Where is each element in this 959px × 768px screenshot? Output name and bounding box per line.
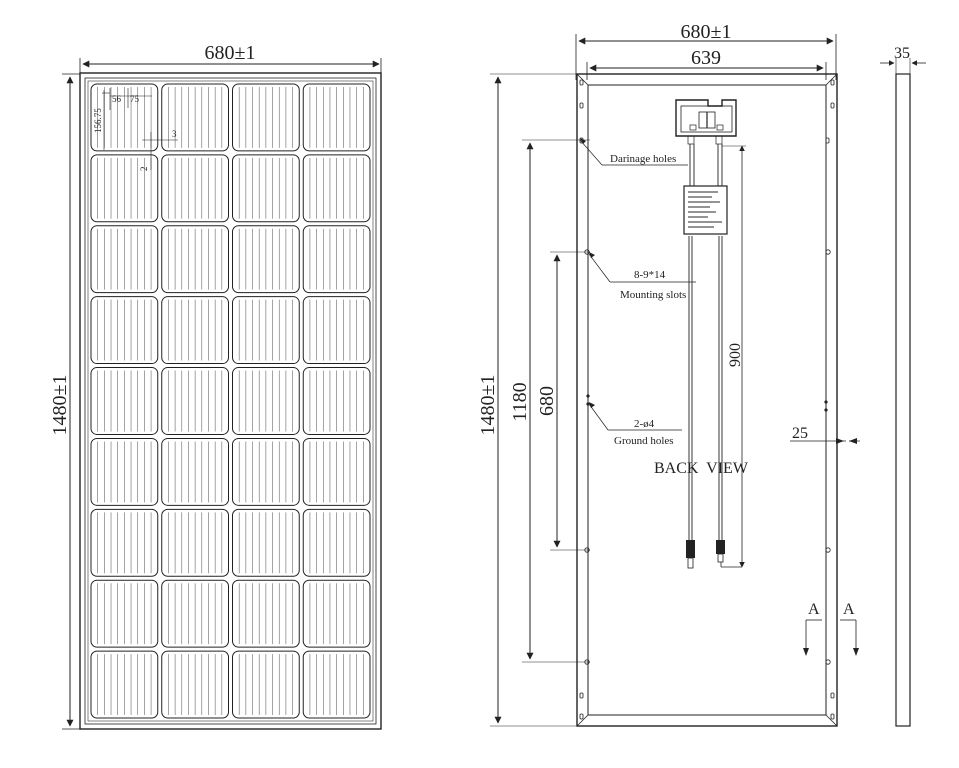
solar-cell bbox=[90, 437, 159, 506]
output-cables bbox=[688, 144, 723, 540]
mounting-slot bbox=[579, 102, 584, 109]
back-view-label: BACK VIEW bbox=[654, 460, 749, 477]
solar-cell bbox=[90, 296, 159, 365]
solar-cell bbox=[161, 83, 229, 152]
solar-cell bbox=[232, 437, 300, 506]
back-inner-width-dim: 639 bbox=[691, 47, 721, 69]
ground-hole-size: 2-ø4 bbox=[634, 418, 655, 430]
mount-hole bbox=[825, 659, 831, 665]
solar-cell bbox=[90, 154, 159, 223]
solar-cell bbox=[302, 296, 371, 365]
product-label bbox=[683, 185, 728, 235]
mounting-slot bbox=[579, 692, 584, 699]
solar-cell bbox=[302, 367, 371, 435]
mount-hole bbox=[584, 659, 590, 665]
mounting-slots-label: Mounting slots bbox=[620, 289, 686, 301]
mounting-slot bbox=[825, 137, 830, 144]
thickness-dim: 35 bbox=[894, 45, 910, 62]
solar-cell bbox=[302, 437, 371, 506]
solar-cell bbox=[161, 437, 229, 506]
cell-dim-3: 3 bbox=[172, 129, 177, 139]
solar-cell bbox=[161, 650, 229, 719]
solar-cell bbox=[302, 225, 371, 294]
solar-cell bbox=[161, 296, 229, 365]
solar-cell bbox=[90, 650, 159, 719]
mounting-slot bbox=[579, 79, 584, 86]
cell-detail-dims: 56 75 156.75 3 2 bbox=[93, 88, 178, 171]
section-marker bbox=[805, 619, 857, 650]
front-height-dim: 1480±1 bbox=[49, 375, 71, 436]
dim-680: 680 bbox=[536, 386, 558, 416]
mounting-slot bbox=[579, 713, 584, 720]
back-frame bbox=[576, 73, 838, 727]
mount-hole bbox=[584, 249, 590, 255]
section-mark-right: A bbox=[843, 601, 855, 618]
ground-holes-label: Ground holes bbox=[614, 435, 674, 447]
solar-cell bbox=[232, 367, 300, 435]
cell-dim-56: 56 bbox=[112, 94, 122, 104]
solar-cell bbox=[90, 579, 159, 648]
cell-dim-75: 75 bbox=[130, 94, 140, 104]
front-frame bbox=[79, 72, 382, 730]
leaders bbox=[579, 139, 846, 442]
mount-hole bbox=[584, 547, 590, 553]
mounting-slot bbox=[830, 102, 835, 109]
frame-holes bbox=[579, 79, 835, 720]
solar-cell bbox=[232, 225, 300, 294]
dim-1180: 1180 bbox=[509, 382, 531, 421]
solar-cell bbox=[302, 154, 371, 223]
dim-25: 25 bbox=[792, 425, 808, 442]
solar-cell bbox=[161, 579, 229, 648]
section-mark-left: A bbox=[808, 601, 820, 618]
mount-hole bbox=[825, 547, 831, 553]
front-view: 680±1 1480±1 56 75 156.75 3 2 bbox=[49, 42, 382, 730]
solar-cell bbox=[161, 367, 229, 435]
front-width-dim: 680±1 bbox=[205, 42, 256, 64]
solar-cell bbox=[302, 83, 371, 152]
back-height-dim: 1480±1 bbox=[477, 375, 499, 436]
solar-cell bbox=[302, 579, 371, 648]
mounting-slot bbox=[830, 713, 835, 720]
mc4-connectors bbox=[686, 540, 742, 569]
mounting-slot bbox=[830, 79, 835, 86]
solar-cell bbox=[232, 579, 300, 648]
back-width-dim: 680±1 bbox=[681, 21, 732, 43]
solar-cell bbox=[232, 83, 300, 152]
solar-cell bbox=[232, 154, 300, 223]
drainage-holes-label: Darinage holes bbox=[610, 153, 676, 165]
dim-900: 900 bbox=[727, 343, 744, 367]
back-view: 680±1 639 1480±1 1180 680 bbox=[477, 21, 860, 727]
mount-hole bbox=[825, 249, 831, 255]
mounting-slot bbox=[830, 692, 835, 699]
solar-cell bbox=[161, 225, 229, 294]
solar-cell bbox=[161, 508, 229, 577]
junction-box bbox=[675, 99, 737, 145]
cell-dim-2: 2 bbox=[139, 167, 149, 172]
ground-holes bbox=[586, 394, 828, 412]
side-view: 35 bbox=[880, 45, 926, 727]
solar-cell bbox=[232, 508, 300, 577]
solar-cell bbox=[302, 508, 371, 577]
solar-cell bbox=[90, 508, 159, 577]
solar-cell bbox=[161, 154, 229, 223]
solar-cell bbox=[302, 650, 371, 719]
solar-cell bbox=[232, 650, 300, 719]
side-profile bbox=[895, 73, 911, 727]
cell-dim-156: 156.75 bbox=[93, 108, 103, 133]
solar-cell-grid bbox=[90, 83, 371, 719]
mounting-slot-size: 8-9*14 bbox=[634, 269, 666, 281]
solar-cell bbox=[90, 225, 159, 294]
solar-cell bbox=[90, 367, 159, 435]
solar-cell bbox=[232, 296, 300, 365]
